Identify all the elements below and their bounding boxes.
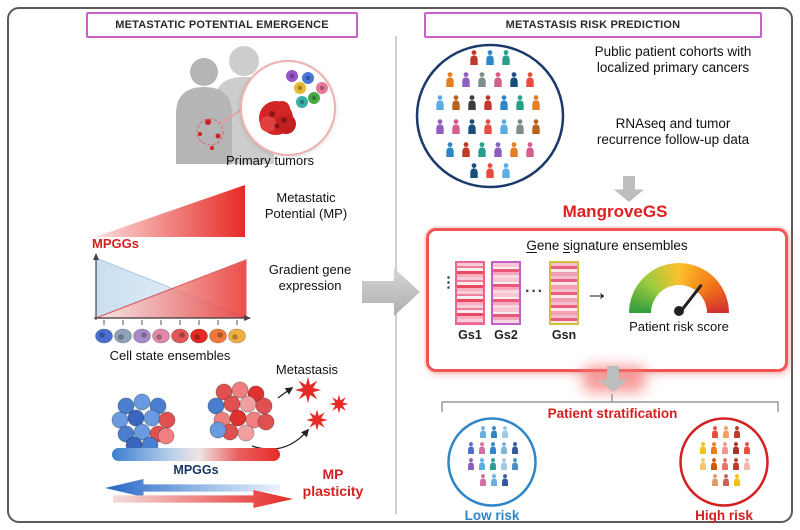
- high-risk-circle: [679, 417, 769, 507]
- gsn-label: Gsn: [551, 328, 577, 342]
- patient-risk-score-label: Patient risk score: [629, 319, 729, 334]
- gene-signature-title: Gene signature ensembles: [429, 238, 785, 253]
- gauge-pivot: [674, 306, 684, 316]
- tumor-zoom-circle: [240, 60, 336, 156]
- mp-plasticity-label: MP plasticity: [302, 466, 364, 499]
- right-arrow-icon: →: [585, 279, 609, 306]
- mpggs-gradient-bar: [112, 448, 280, 461]
- stratification-bracket: [441, 394, 779, 412]
- cell-cluster-primary: [111, 393, 176, 454]
- tumor-cells-graphic: [259, 70, 328, 135]
- ellipsis-horizontal-icon: ···: [525, 283, 544, 300]
- patient-stratification-label: Patient stratification: [547, 406, 678, 421]
- high-risk-label: High risk: [695, 508, 753, 523]
- heatmap-gsn: [549, 261, 579, 325]
- primary-tumors-label: Primary tumors: [225, 153, 315, 168]
- cell-cluster-metastatic: [207, 381, 275, 442]
- gs1-label: Gs1: [458, 328, 482, 342]
- cell-state-ensembles-row: [95, 320, 246, 344]
- left-panel-header: METASTATIC POTENTIAL EMERGENCE: [86, 12, 358, 38]
- gene-signature-box: Gene signature ensembles ⋮ ··· Gs1 Gs2 G…: [426, 228, 788, 372]
- title-part-rest: ignature ensembles: [569, 238, 688, 253]
- metastasis-label: Metastasis: [275, 362, 339, 377]
- mpggs-bottom-label: MPGGs: [173, 463, 219, 477]
- mpggs-label: MPGGs: [92, 236, 139, 251]
- title-part-g: G: [526, 238, 537, 253]
- heatmap-gs1: [455, 261, 485, 325]
- cell-state-ensembles-label: Cell state ensembles: [109, 348, 231, 363]
- right-panel-header: METASTASIS RISK PREDICTION: [424, 12, 762, 38]
- cohorts-description: Public patient cohorts with localized pr…: [594, 44, 752, 76]
- risk-gauge: [629, 263, 729, 316]
- gradient-gene-expression-label: Gradient gene expression: [268, 262, 352, 293]
- ellipsis-vertical-icon: ⋮: [441, 274, 456, 291]
- low-risk-label: Low risk: [464, 508, 520, 523]
- heatmap-gs2: [491, 261, 521, 325]
- title-part-s: s: [563, 238, 570, 253]
- metastatic-potential-label: Metastatic Potential (MP): [264, 190, 348, 221]
- patient-cohort-ellipse: [415, 43, 565, 189]
- gradient-expression-chart: [93, 253, 251, 321]
- rnaseq-description: RNAseq and tumor recurrence follow-up da…: [596, 116, 750, 148]
- title-part-ene: ene: [536, 238, 564, 253]
- gs2-label: Gs2: [494, 328, 518, 342]
- metastasis-arrows: [251, 387, 310, 450]
- mangrovegs-title: MangroveGS: [562, 202, 668, 221]
- low-risk-circle: [447, 417, 537, 507]
